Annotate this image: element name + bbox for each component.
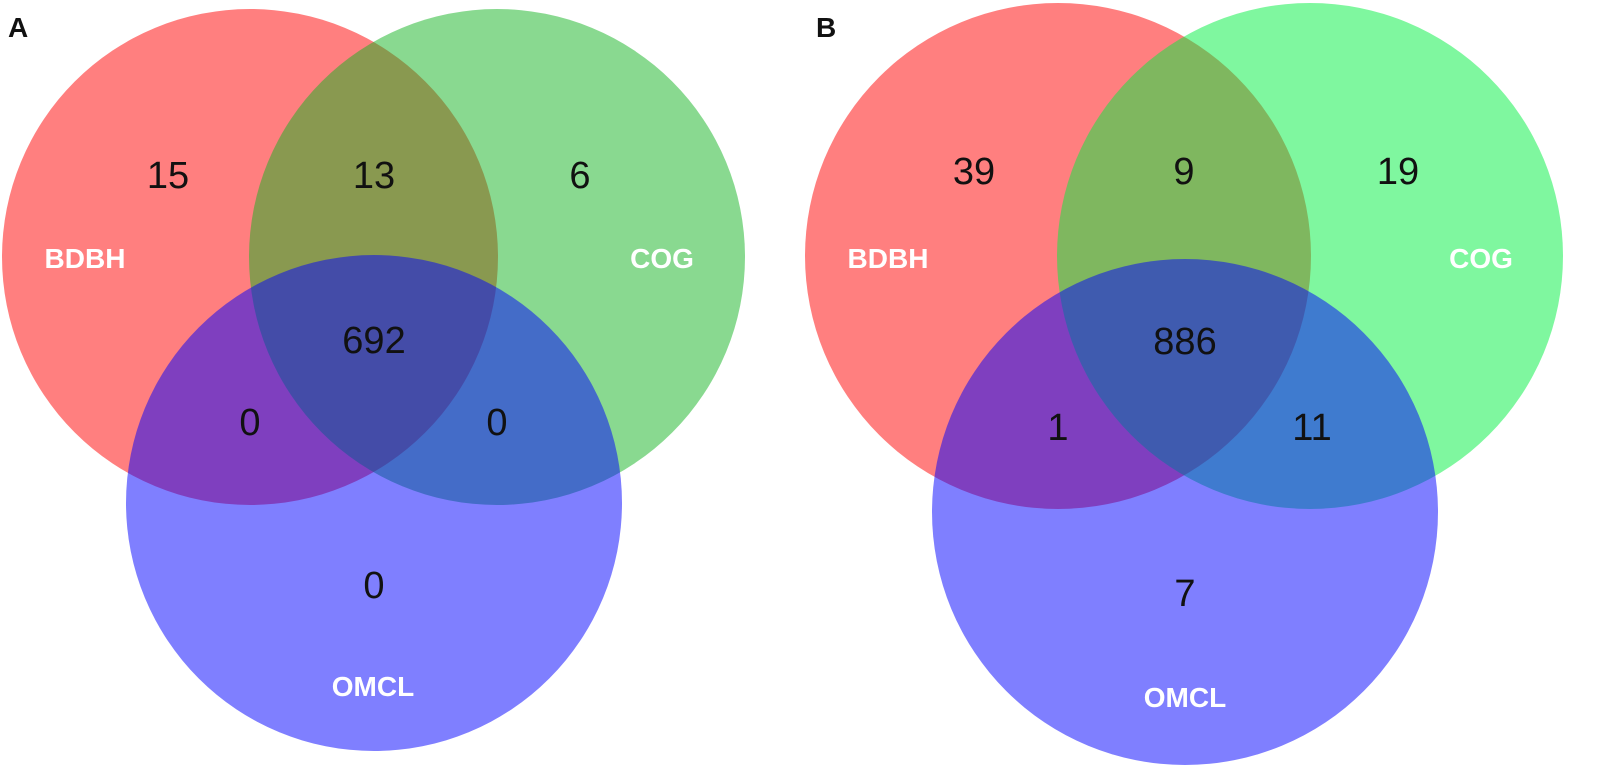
count-omcl-only: 0 (363, 565, 384, 607)
count-all-three: 692 (342, 320, 405, 362)
label-bdbh: BDBH (45, 243, 126, 274)
omcl-circle (932, 259, 1438, 765)
count-bdbh-cog: 13 (353, 155, 395, 197)
venn-diagram-b: 39 9 19 886 1 11 7 BDBH COG OMCL (805, 3, 1563, 765)
label-omcl: OMCL (332, 671, 414, 702)
count-cog-omcl: 11 (1292, 407, 1331, 449)
label-bdbh: BDBH (848, 243, 929, 274)
venn-panel-b: 39 9 19 886 1 11 7 BDBH COG OMCL B (800, 0, 1600, 782)
count-bdbh-omcl: 0 (239, 402, 260, 444)
label-omcl: OMCL (1144, 682, 1226, 713)
count-bdbh-cog: 9 (1173, 151, 1194, 193)
count-cog-only: 6 (569, 155, 590, 197)
count-bdbh-only: 39 (953, 151, 995, 193)
count-omcl-only: 7 (1174, 573, 1195, 615)
venn-panel-a: 15 13 6 692 0 0 0 BDBH COG OMCL A (2, 9, 745, 751)
label-cog: COG (1449, 243, 1513, 274)
panel-letter-b: B (816, 12, 837, 43)
panel-letter-a: A (8, 12, 29, 43)
venn-diagram-a: 15 13 6 692 0 0 0 BDBH COG OMCL (2, 9, 745, 751)
count-cog-only: 19 (1377, 151, 1419, 193)
count-bdbh-omcl: 1 (1047, 407, 1068, 449)
count-bdbh-only: 15 (147, 155, 189, 197)
omcl-circle (126, 255, 622, 751)
count-cog-omcl: 0 (486, 402, 507, 444)
count-all-three: 886 (1153, 321, 1216, 363)
label-cog: COG (630, 243, 694, 274)
